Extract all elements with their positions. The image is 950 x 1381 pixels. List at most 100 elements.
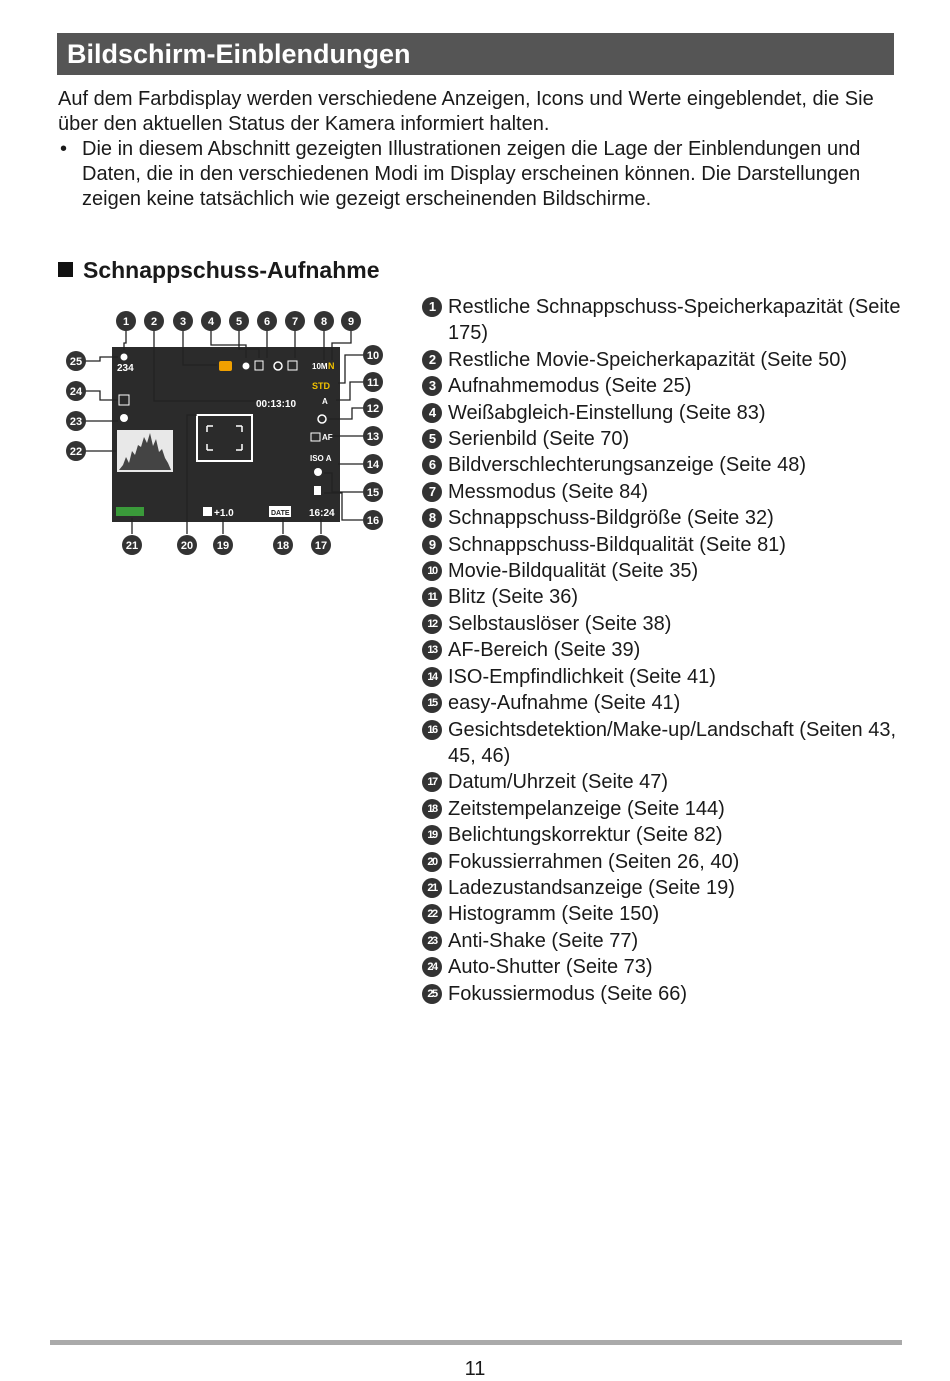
section-header-title: Bildschirm-Einblendungen <box>67 39 411 69</box>
anti-shake-icon <box>120 414 128 422</box>
legend-number-marker: 10 <box>422 561 442 582</box>
legend-number-marker: 6 <box>422 455 442 476</box>
legend-number-marker: 23 <box>422 930 442 951</box>
af-value: AF <box>322 433 333 442</box>
svg-text:17: 17 <box>315 540 327 552</box>
legend-item-text: Gesichtsdetektion/Make-up/Landschaft (Se… <box>448 718 897 767</box>
intro-bullet-text: Die in diesem Abschnitt gezeigten Illust… <box>82 138 861 210</box>
camera-screen-diagram: 234 00:13:10 STD +1.0 16:24 ISO A AF A 1… <box>66 311 383 555</box>
legend-item-text: Schnappschuss-Bildqualität (Seite 81) <box>448 533 786 556</box>
legend-number-marker: 7 <box>422 481 442 502</box>
legend-number-marker: 21 <box>422 877 442 898</box>
legend-item: 7 Messmodus (Seite 84) <box>422 479 902 505</box>
legend-item-text: Restliche Schnappschuss-Speicherkapazitä… <box>448 296 901 345</box>
legend-item: 23 Anti-Shake (Seite 77) <box>422 928 902 954</box>
histogram-graphic <box>117 430 173 472</box>
legend-item: 19 Belichtungskorrektur (Seite 82) <box>422 822 902 848</box>
legend-item-text: ISO-Empfindlichkeit (Seite 41) <box>448 665 716 688</box>
legend-item-text: Aufnahmemodus (Seite 25) <box>448 375 692 398</box>
svg-text:25: 25 <box>70 356 82 368</box>
date-stamp-box <box>269 506 291 517</box>
legend-number-marker: 20 <box>422 851 442 872</box>
svg-text:22: 22 <box>70 446 82 458</box>
subsection-title: Schnappschuss-Aufnahme <box>58 257 380 284</box>
svg-text:24: 24 <box>70 386 83 398</box>
easy-mode-icon <box>314 468 322 476</box>
legend-number-marker: 12 <box>422 613 442 634</box>
legend-number-marker: 19 <box>422 825 442 846</box>
intro-paragraph: Auf dem Farbdisplay werden verschiedene … <box>58 88 874 135</box>
flash-value: A <box>322 397 328 406</box>
legend-number-marker: 9 <box>422 534 442 555</box>
legend-number-marker: 3 <box>422 376 442 397</box>
svg-text:11: 11 <box>367 377 379 389</box>
legend-item-text: AF-Bereich (Seite 39) <box>448 639 641 662</box>
legend-number-marker: 4 <box>422 402 442 423</box>
legend-item-text: Bildverschlechterungsanzeige (Seite 48) <box>448 454 806 477</box>
legend-number-marker: 11 <box>422 587 442 608</box>
focus-mode-icon <box>120 353 128 361</box>
image-size-value: 10M <box>312 362 328 371</box>
legend-number-marker: 17 <box>422 772 442 793</box>
exposure-icon <box>203 507 212 516</box>
battery-icon <box>116 507 144 516</box>
svg-text:1: 1 <box>123 316 129 328</box>
legend-number-marker: 18 <box>422 798 442 819</box>
bullet-dot: • <box>60 138 68 160</box>
svg-text:10: 10 <box>367 350 379 362</box>
time-value: 16:24 <box>309 508 335 519</box>
metering-icon <box>287 360 298 371</box>
continuous-shot-icon <box>254 360 264 371</box>
svg-text:5: 5 <box>236 316 242 328</box>
legend-item-text: Fokussierrahmen (Seiten 26, 40) <box>448 850 740 873</box>
legend-number-marker: 15 <box>422 693 442 714</box>
svg-text:8: 8 <box>321 316 327 328</box>
legend-item-text: Fokussiermodus (Seite 66) <box>448 982 687 1005</box>
svg-text:9: 9 <box>348 316 354 328</box>
legend-item: 3 Aufnahmemodus (Seite 25) <box>422 373 902 399</box>
legend-item-text: Anti-Shake (Seite 77) <box>448 929 639 952</box>
legend-item-text: Belichtungskorrektur (Seite 82) <box>448 824 723 847</box>
iso-value: ISO A <box>310 454 332 463</box>
legend-number-marker: 25 <box>422 983 442 1004</box>
page-number: 11 <box>464 1358 486 1380</box>
focus-frame-graphic <box>196 414 253 462</box>
legend-item-text: Restliche Movie-Speicherkapazität (Seite… <box>448 348 848 371</box>
self-timer-icon <box>317 414 327 424</box>
legend-number-marker: 24 <box>422 957 442 978</box>
intro-bullet: • Die in diesem Abschnitt gezeigten Illu… <box>58 137 898 212</box>
callout-markers <box>66 311 383 555</box>
legend-item-text: Weißabgleich-Einstellung (Seite 83) <box>448 401 766 424</box>
legend-item-text: Messmodus (Seite 84) <box>448 480 649 503</box>
svg-text:3: 3 <box>180 316 186 328</box>
legend-item-text: Histogramm (Seite 150) <box>448 903 660 926</box>
subsection-title-text: Schnappschuss-Aufnahme <box>83 257 380 283</box>
legend-item-text: Serienbild (Seite 70) <box>448 428 630 451</box>
white-balance-icon <box>242 362 250 370</box>
svg-text:18: 18 <box>277 540 289 552</box>
svg-text:2: 2 <box>151 316 157 328</box>
leader-lines <box>76 329 363 534</box>
movie-time-value: 00:13:10 <box>256 399 296 410</box>
square-bullet-icon <box>58 262 73 277</box>
section-header: Bildschirm-Einblendungen <box>57 33 894 75</box>
af-area-icon <box>310 432 321 442</box>
legend-number-marker: 16 <box>422 719 442 740</box>
legend-item: 10 Movie-Bildqualität (Seite 35) <box>422 558 902 584</box>
legend-item: 25 Fokussiermodus (Seite 66) <box>422 981 902 1007</box>
legend-item: 9 Schnappschuss-Bildqualität (Seite 81) <box>422 532 902 558</box>
exposure-value: +1.0 <box>214 508 234 519</box>
legend-item-text: Schnappschuss-Bildgröße (Seite 32) <box>448 507 774 530</box>
svg-text:15: 15 <box>367 487 379 499</box>
legend-item-text: Movie-Bildqualität (Seite 35) <box>448 560 699 583</box>
svg-text:7: 7 <box>292 316 298 328</box>
legend-number-marker: 2 <box>422 349 442 370</box>
legend-item-text: Zeitstempelanzeige (Seite 144) <box>448 797 725 820</box>
date-stamp-value: DATE <box>271 510 290 517</box>
